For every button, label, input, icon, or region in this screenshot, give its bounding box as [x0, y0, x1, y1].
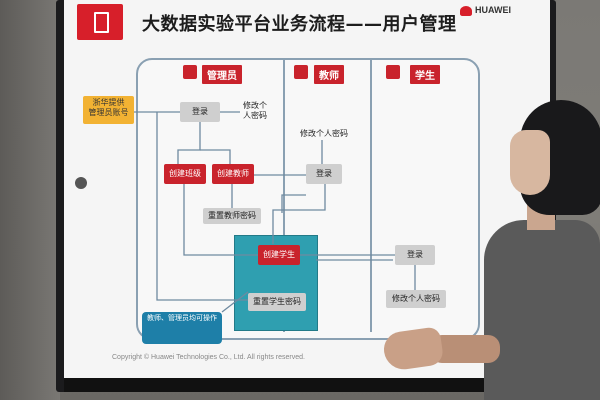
copyright-text: Copyright © Huawei Technologies Co., Ltd… — [112, 354, 305, 361]
teacher-change-password-node: 修改个人密码 — [300, 129, 348, 138]
create-class-node: 创建班级 — [164, 164, 206, 184]
admin-login-node: 登录 — [180, 102, 220, 122]
slide-title: 大数据实验平台业务流程——用户管理 — [142, 14, 457, 35]
presenter-face — [510, 130, 550, 195]
student-login-node: 登录 — [395, 245, 435, 265]
operation-note: 教师、管理员均可操作 — [142, 312, 222, 344]
teacher-icon — [294, 65, 308, 79]
create-student-node: 创建学生 — [258, 245, 300, 265]
create-teacher-node: 创建教师 — [212, 164, 254, 184]
brand-logo: HUAWEI — [460, 5, 511, 16]
admin-change-password-node: 修改个 人密码 — [243, 101, 267, 120]
screen-toolbar-icon — [75, 177, 87, 189]
lane-divider-2 — [370, 60, 372, 332]
lane-teacher: 教师 — [314, 65, 344, 84]
huawei-flower-icon — [460, 5, 472, 16]
student-change-password-node: 修改个人密码 — [386, 290, 446, 308]
display-bottom-bar — [64, 378, 550, 392]
admin-icon — [183, 65, 197, 79]
admin-account-node: 浙华提供 管理员账号 — [83, 96, 134, 124]
wall-shadow — [0, 0, 60, 400]
student-icon — [386, 65, 400, 79]
document-icon — [94, 12, 109, 33]
presenter-body — [484, 220, 600, 400]
brand-name: HUAWEI — [475, 5, 511, 15]
lane-admin: 管理员 — [202, 65, 242, 84]
lane-divider-1 — [283, 60, 285, 332]
reset-student-password-node: 重置学生密码 — [248, 293, 306, 311]
reset-teacher-password-node: 重置教师密码 — [203, 208, 261, 224]
lane-student: 学生 — [410, 65, 440, 84]
teacher-login-node: 登录 — [306, 164, 342, 184]
slide-logo — [77, 4, 123, 40]
